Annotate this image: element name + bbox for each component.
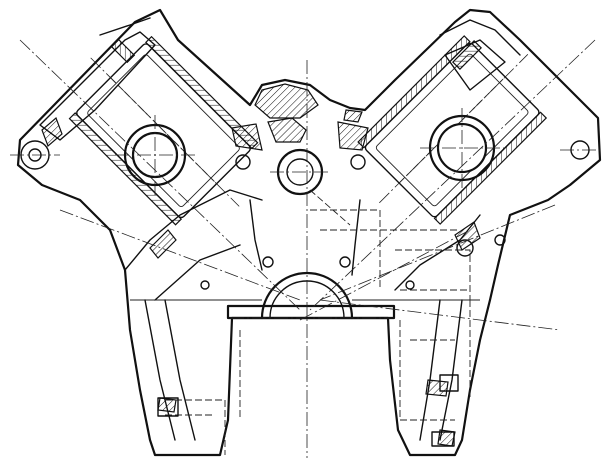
hidden-lines bbox=[165, 189, 471, 455]
crankcase-ribs bbox=[124, 189, 506, 447]
small-fittings bbox=[157, 256, 459, 447]
left-cylinder-bank bbox=[10, 17, 259, 226]
centerlines bbox=[19, 39, 596, 331]
block-outline bbox=[16, 8, 602, 457]
camshaft-valley bbox=[231, 83, 369, 196]
right-cylinder-bank bbox=[357, 19, 600, 225]
main-bearing bbox=[226, 60, 396, 458]
